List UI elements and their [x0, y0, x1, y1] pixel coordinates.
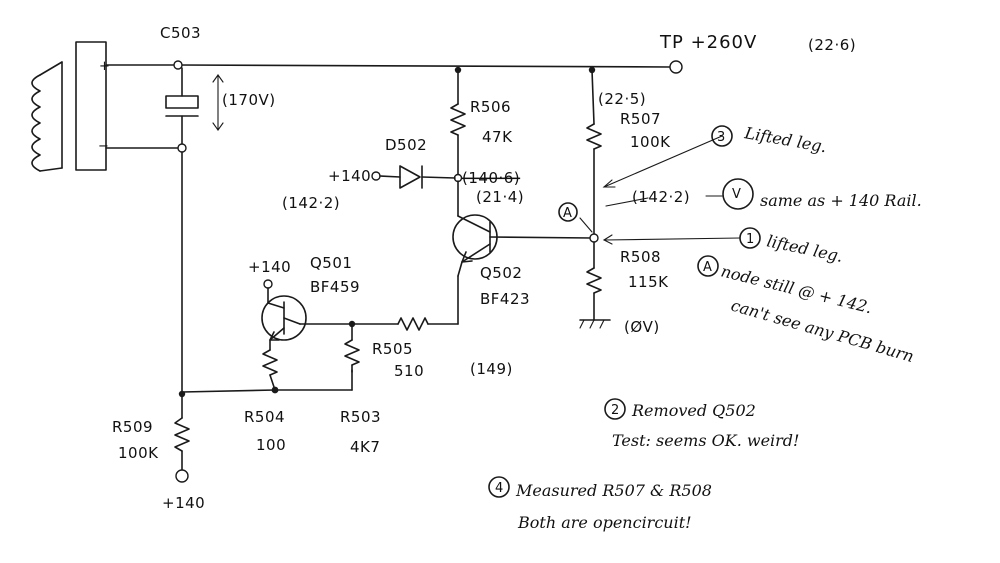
label-top-node-reading: (22·5) [598, 90, 646, 108]
label-d502-rail: +140 [328, 167, 371, 185]
label-r507-value: 100K [630, 133, 671, 151]
note-3-text: Lifted leg. [742, 123, 828, 156]
label-ground-reading: (ØV) [624, 318, 660, 336]
transformer: + − [31, 41, 183, 172]
label-r509-rail: +140 [162, 494, 205, 512]
label-r505: R505 [372, 340, 413, 358]
label-r504-value: 100 [256, 436, 286, 454]
label-r508: R508 [620, 248, 661, 266]
transistor-q501 [261, 279, 307, 351]
label-q502: Q502 [480, 264, 522, 282]
note-1-number: 1 [746, 232, 754, 247]
resistor-r504 [262, 349, 278, 391]
label-r506-value: 47K [482, 128, 513, 146]
voltmeter-icon: V [722, 178, 754, 210]
note-4-number: 4 [495, 481, 503, 496]
label-q501: Q501 [310, 254, 352, 272]
label-q501-part: BF459 [310, 278, 360, 296]
note-3-circle [711, 125, 733, 147]
node-a-circle [558, 202, 578, 222]
label-cathode-reading: (21·4) [476, 188, 524, 206]
annotation-arrows [579, 135, 741, 245]
note-1-circle [739, 227, 761, 249]
note-a-line2: can't see any PCB burn [729, 296, 916, 366]
resistor-r507 [586, 69, 602, 243]
label-r505-reading: (149) [470, 360, 513, 378]
bottom-wire [181, 369, 353, 394]
note-2-number: 2 [611, 403, 619, 418]
resistor-r508 [579, 241, 611, 329]
label-c503: C503 [160, 24, 201, 42]
note-2-circle [604, 398, 626, 420]
label-r507: R507 [620, 110, 661, 128]
note-3-number: 3 [717, 130, 725, 145]
label-r509: R509 [112, 418, 153, 436]
note-a-marker: A [703, 260, 712, 275]
label-r503-value: 4K7 [350, 438, 380, 456]
label-q502-part: BF423 [480, 290, 530, 308]
note-1-text: lifted leg. [765, 231, 845, 266]
label-r508-value: 115K [628, 273, 669, 291]
diode-d502 [371, 165, 456, 189]
label-c503-voltage: (170V) [222, 91, 276, 109]
label-r505-value: 510 [394, 362, 424, 380]
note-4-line2: Both are opencircuit! [517, 513, 692, 532]
svg-text:V: V [732, 187, 741, 202]
label-cathode-old-reading: (140·6) [462, 169, 520, 187]
resistor-r505 [299, 317, 459, 331]
resistor-r506 [450, 69, 466, 217]
svg-text:+: + [99, 59, 110, 74]
resistor-r503 [344, 323, 360, 373]
capacitor-c503 [165, 67, 224, 153]
top-rail [173, 60, 683, 74]
transistor-q502 [452, 214, 593, 325]
node-a-marker: A [563, 206, 572, 221]
note-a-circle [697, 255, 719, 277]
note-2-line2: Test: seems OK. weird! [612, 431, 799, 450]
label-tp-reading: (22·6) [808, 36, 856, 54]
label-node-a-reading: (142·2) [632, 188, 690, 206]
label-r509-value: 100K [118, 444, 159, 462]
label-d502: D502 [385, 136, 427, 154]
note-same-as-rail: same as + 140 Rail. [760, 191, 922, 210]
label-d502-reading: (142·2) [282, 194, 340, 212]
left-rail [174, 151, 190, 483]
label-q501-rail: +140 [248, 258, 291, 276]
note-2-line1: Removed Q502 [631, 401, 756, 420]
label-r503: R503 [340, 408, 381, 426]
label-tp: TP +260V [659, 32, 757, 53]
label-r504: R504 [244, 408, 285, 426]
svg-text:−: − [98, 139, 109, 154]
note-4-circle [488, 476, 510, 498]
note-4-line1: Measured R507 & R508 [515, 481, 712, 500]
label-r506: R506 [470, 98, 511, 116]
